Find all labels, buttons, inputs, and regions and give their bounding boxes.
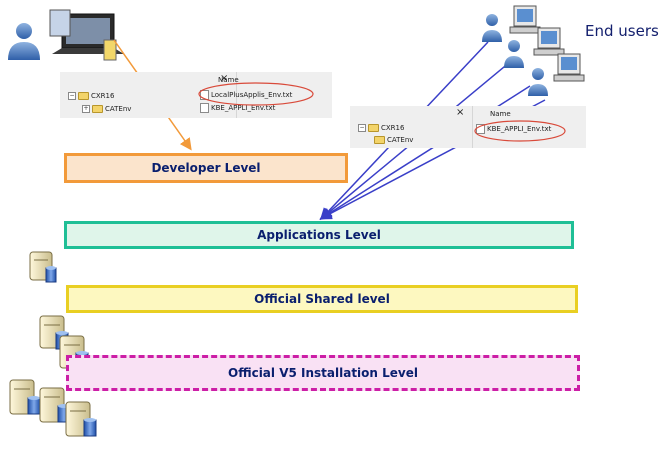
file-icon: [200, 103, 209, 113]
official-shared-level-label: Official Shared level: [254, 292, 390, 306]
workstation-icon: [528, 53, 585, 96]
folder-icon: [374, 136, 385, 144]
explorer-right-close[interactable]: ×: [456, 107, 465, 118]
server-icon: [29, 251, 57, 283]
file-item[interactable]: KBE_APPLI_Env.txt: [200, 103, 275, 113]
highlight-ellipse: [198, 82, 314, 106]
end-users-group: [482, 5, 585, 96]
end-users-label: End users: [585, 22, 659, 40]
folder-icon: [92, 105, 103, 113]
explorer-right: × Name − CXR16 CATEnv KBE_APPLI_Env.txt: [350, 106, 586, 148]
collapse-icon[interactable]: −: [68, 92, 76, 100]
applications-level-box: Applications Level: [64, 221, 574, 249]
explorer-left: × Name − CXR16 + CATEnv LocalPlusApplis_…: [60, 72, 332, 118]
server-icon: [65, 401, 97, 437]
workstation-icon: [504, 27, 565, 68]
expand-icon[interactable]: +: [82, 105, 90, 113]
folder-icon: [368, 124, 379, 132]
laptop-icon: [49, 9, 124, 61]
tree-child[interactable]: + CATEnv: [82, 105, 132, 113]
tree-child[interactable]: CATEnv: [374, 136, 413, 144]
applications-level-label: Applications Level: [257, 228, 381, 242]
file-item[interactable]: LocalPlusApplis_Env.txt: [200, 90, 292, 100]
official-shared-level-box: Official Shared level: [66, 285, 578, 313]
developer-level-label: Developer Level: [151, 161, 261, 175]
developer-level-box: Developer Level: [64, 153, 348, 183]
tree-root[interactable]: − CXR16: [68, 92, 115, 100]
official-v5-installation-level-box: Official V5 Installation Level: [66, 355, 580, 391]
user-icon: [8, 23, 40, 60]
explorer-left-name-header[interactable]: Name: [218, 76, 239, 84]
collapse-icon[interactable]: −: [358, 124, 366, 132]
workstation-icon: [482, 5, 541, 42]
official-v5-installation-level-label: Official V5 Installation Level: [228, 366, 418, 380]
folder-icon: [78, 92, 89, 100]
explorer-right-name-header[interactable]: Name: [490, 110, 511, 118]
file-icon: [200, 90, 209, 100]
highlight-ellipse: [474, 120, 566, 142]
tree-root[interactable]: − CXR16: [358, 124, 405, 132]
explorer-left-close[interactable]: ×: [220, 73, 229, 84]
server-icon: [9, 379, 41, 415]
